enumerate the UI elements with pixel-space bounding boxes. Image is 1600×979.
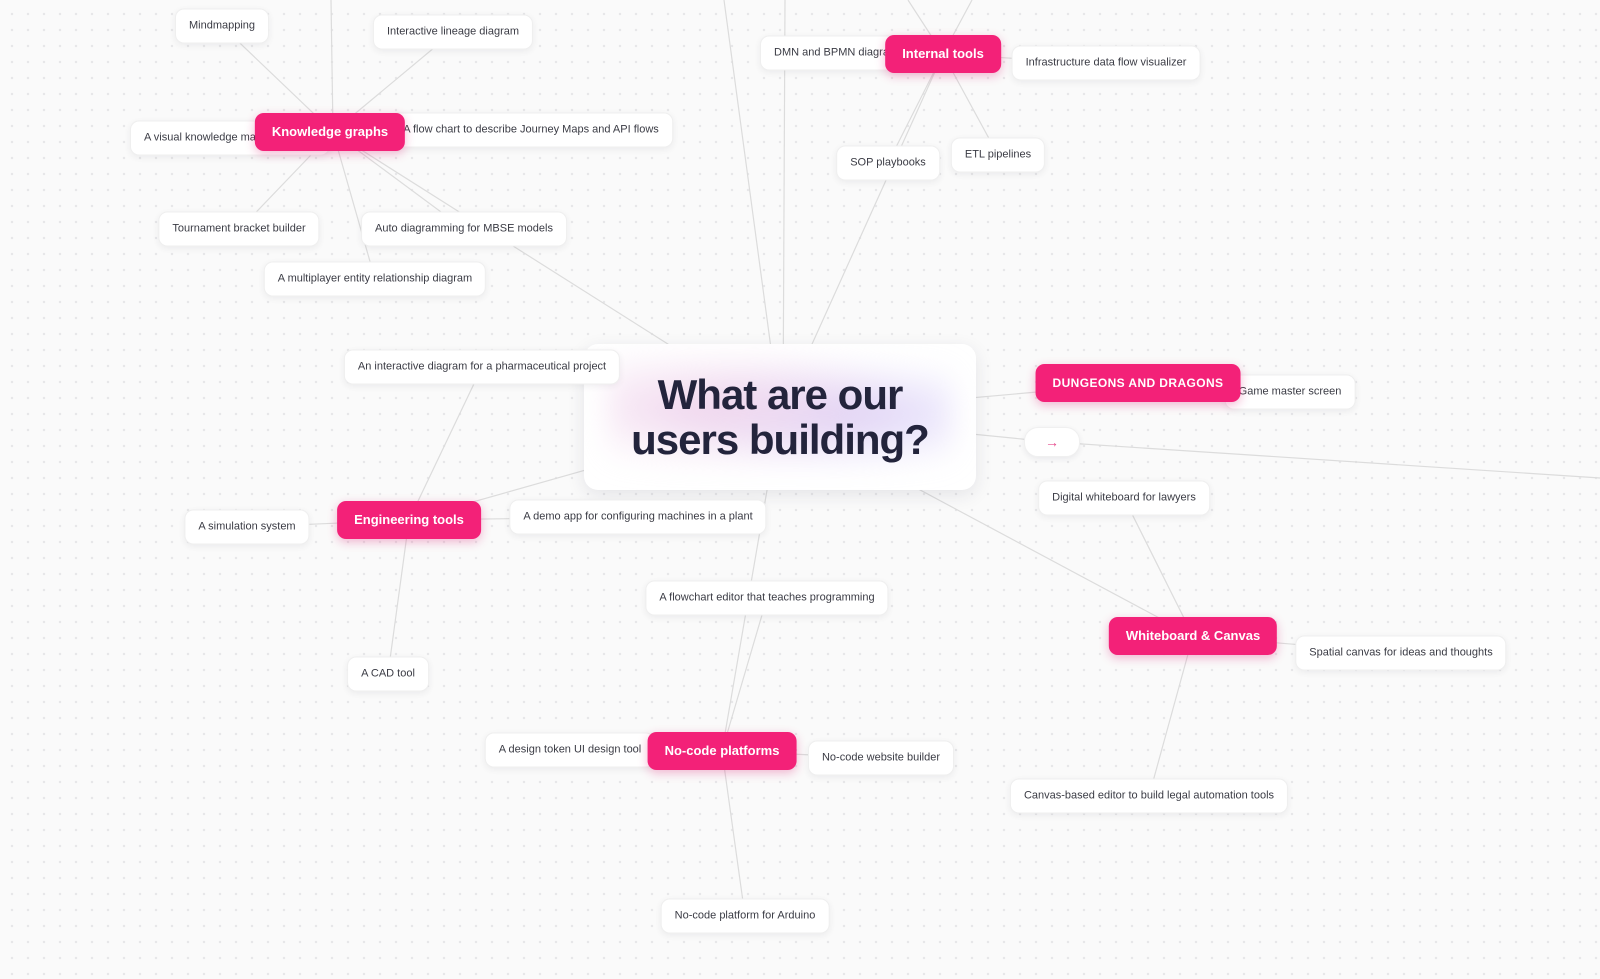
card-infra-visualizer[interactable]: Infrastructure data flow visualizer [1011, 45, 1201, 81]
central-topic-node[interactable]: What are our users building? [584, 344, 976, 490]
card-pharma-project[interactable]: An interactive diagram for a pharmaceuti… [343, 349, 621, 385]
title-glow [607, 355, 953, 479]
card-mbse-models[interactable]: Auto diagramming for MBSE models [361, 211, 567, 247]
connector-line [408, 366, 483, 521]
card-tournament-bracket[interactable]: Tournament bracket builder [158, 211, 320, 247]
connector-line [1051, 441, 1600, 479]
category-node-knowledge-graphs[interactable]: Knowledge graphs [254, 113, 406, 151]
connector-line [1148, 635, 1194, 797]
category-node-internal-tools[interactable]: Internal tools [885, 35, 1001, 73]
right-arrow-icon: → [1045, 434, 1059, 450]
card-simulation-system[interactable]: A simulation system [184, 509, 310, 545]
connector-line [1123, 497, 1194, 637]
card-cad-tool[interactable]: A CAD tool [347, 656, 429, 692]
card-multiplayer-erd[interactable]: A multiplayer entity relationship diagra… [263, 261, 487, 297]
card-etl-pipelines[interactable]: ETL pipelines [950, 137, 1046, 173]
category-node-whiteboard-canvas[interactable]: Whiteboard & Canvas [1108, 617, 1278, 655]
connector-line [332, 131, 376, 280]
card-journey-maps[interactable]: A flow chart to describe Journey Maps an… [389, 112, 673, 148]
connector-line [721, 750, 746, 917]
card-arduino[interactable]: No-code platform for Arduino [660, 898, 830, 934]
arrow-node[interactable]: → [1024, 427, 1080, 457]
central-topic-title-line1: What are our [657, 371, 904, 418]
card-demo-app[interactable]: A demo app for configuring machines in a… [509, 499, 767, 535]
category-node-engineering-tools[interactable]: Engineering tools [337, 501, 481, 539]
card-design-token[interactable]: A design token UI design tool [484, 732, 656, 768]
card-game-master[interactable]: Game master screen [1224, 374, 1356, 410]
category-node-dungeons-and-dragons[interactable]: DUNGEONS AND DRAGONS [1035, 364, 1241, 402]
connector-line [721, 597, 768, 752]
card-legal-automation[interactable]: Canvas-based editor to build legal autom… [1009, 778, 1289, 814]
central-topic-title-line2: users building? [631, 416, 930, 463]
connector-line [330, 0, 334, 133]
connector-line [387, 519, 410, 675]
card-spatial-canvas[interactable]: Spatial canvas for ideas and thoughts [1295, 635, 1507, 671]
card-lawyers-whiteboard[interactable]: Digital whiteboard for lawyers [1038, 480, 1210, 516]
card-mindmapping[interactable]: Mindmapping [174, 8, 270, 44]
central-topic-title: What are our users building? [631, 371, 930, 463]
card-flowchart-teaching[interactable]: A flowchart editor that teaches programm… [645, 580, 889, 616]
card-website-builder[interactable]: No-code website builder [807, 740, 955, 776]
card-lineage-diagram[interactable]: Interactive lineage diagram [372, 14, 534, 50]
category-node-no-code-platforms[interactable]: No-code platforms [647, 732, 797, 770]
card-sop-playbooks[interactable]: SOP playbooks [836, 145, 940, 181]
